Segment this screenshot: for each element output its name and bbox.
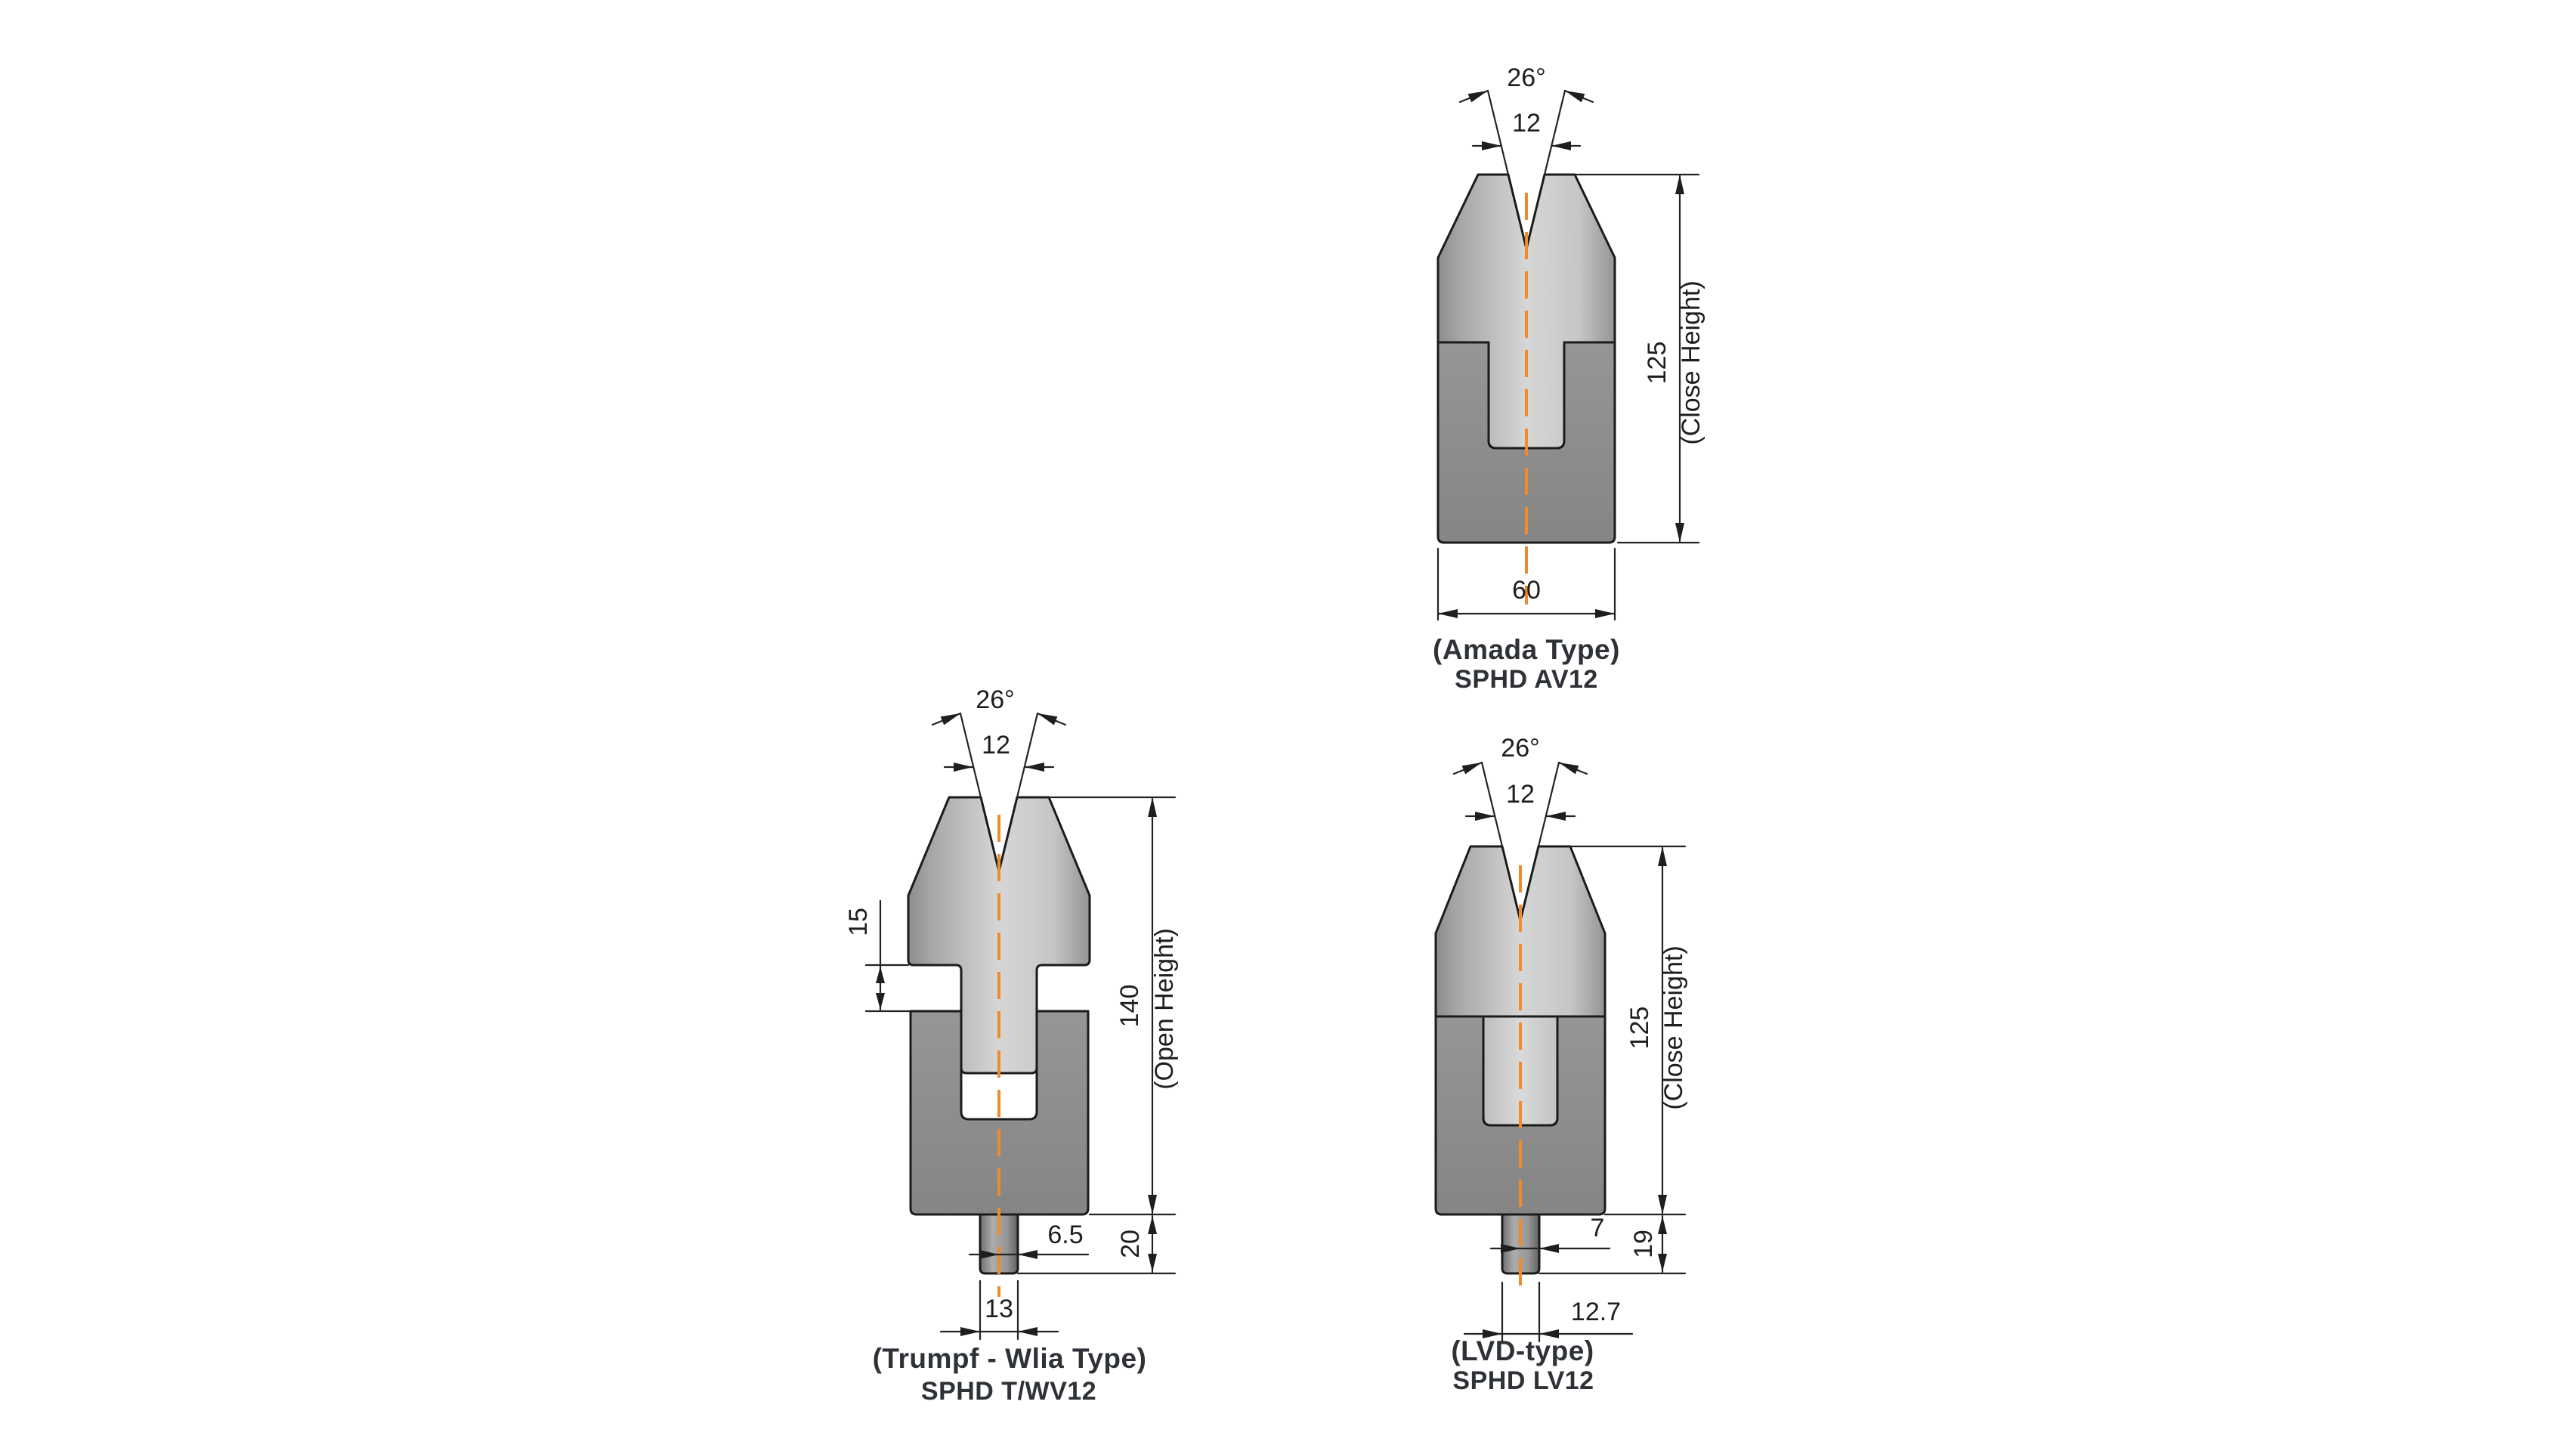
dim-line [1016,712,1039,799]
lvd-arrowheads [1461,763,1667,1338]
dim-line [1543,89,1566,176]
dim-line [959,712,982,799]
lvd-height-dim: 125 [1625,1007,1654,1050]
arrowhead [1675,175,1684,194]
amada-type-label: (Amada Type) [1433,634,1620,665]
lvd-stem-offset-dim: 7 [1591,1214,1605,1242]
amada-arrowheads [1438,91,1684,618]
arrowhead [1148,1195,1157,1214]
trumpf-arrowheads [876,713,1157,1336]
arrowhead [1551,141,1571,150]
arrowhead [1595,609,1615,618]
lvd-height-note: (Close Height) [1659,945,1688,1109]
arrowhead [960,1327,980,1336]
arrowhead [1501,1244,1520,1253]
arrowhead [1475,812,1495,821]
arrowhead [1018,1250,1038,1259]
arrowhead [1546,812,1566,821]
figure-amada: 26° 12 125 (Close Height) 60 (Amada Type… [1433,63,1705,694]
arrowhead [1148,797,1157,817]
arrowhead [876,993,885,1010]
trumpf-angle-dim: 26° [976,685,1014,714]
arrowhead [1559,763,1579,775]
arrowhead [1018,1327,1038,1336]
trumpf-tang-height-dim: 20 [1116,1230,1145,1258]
trumpf-lift-gap-dim: 15 [844,908,873,936]
arrowhead [979,1250,999,1259]
lvd-v-opening-dim: 12 [1506,780,1535,809]
trumpf-v-opening-dim: 12 [982,731,1010,760]
trumpf-height-note: (Open Height) [1150,928,1179,1090]
arrowhead [1658,1195,1667,1214]
arrowhead [1038,713,1058,726]
figure-lvd: 26° 12 125 (Close Height) 7 19 12.7 (LVD… [1434,734,1688,1395]
trumpf-tang-width-dim: 13 [985,1295,1013,1323]
arrowhead [1461,763,1482,775]
lvd-type-label: (LVD-type) [1451,1335,1594,1366]
arrowhead [1565,91,1585,103]
arrowhead [954,763,973,772]
amada-model-label: SPHD AV12 [1455,665,1598,694]
trumpf-type-label: (Trumpf - Wlia Type) [873,1343,1147,1374]
arrowhead [1658,1216,1667,1234]
dim-line [1486,89,1510,176]
arrowhead [1148,1216,1157,1234]
amada-dimension-lines [1436,89,1700,621]
arrowhead [1539,1244,1559,1253]
figure-trumpf: 26° 12 15 140 (Open Height) 6.5 20 13 (T… [844,685,1179,1406]
arrowhead [1539,1329,1559,1338]
trumpf-model-label: SPHD T/WV12 [921,1377,1096,1406]
arrowhead [1025,763,1044,772]
trumpf-stem-offset-dim: 6.5 [1047,1221,1083,1249]
arrowhead [1148,1254,1157,1272]
arrowhead [940,713,960,726]
amada-base-width-dim: 60 [1512,576,1541,605]
arrowhead [1675,523,1684,543]
lvd-angle-dim: 26° [1501,734,1539,763]
amada-v-opening-dim: 12 [1512,109,1541,138]
dim-line [1537,761,1560,848]
arrowhead [1482,141,1501,150]
amada-height-note: (Close Height) [1677,280,1705,444]
amada-height-dim: 125 [1643,342,1671,385]
trumpf-height-dim: 140 [1115,985,1144,1028]
arrowhead [1483,1329,1502,1338]
arrowhead [876,967,885,983]
amada-angle-dim: 26° [1507,63,1545,92]
lvd-tang-width-dim: 12.7 [1571,1298,1621,1326]
trumpf-tang [979,1213,1019,1275]
arrowhead [1658,1254,1667,1272]
arrowhead [1467,91,1488,103]
lvd-tang-height-dim: 19 [1629,1230,1658,1258]
arrowhead [1658,846,1667,866]
dim-line [1480,761,1504,848]
arrowhead [1438,609,1458,618]
lvd-model-label: SPHD LV12 [1452,1366,1594,1395]
